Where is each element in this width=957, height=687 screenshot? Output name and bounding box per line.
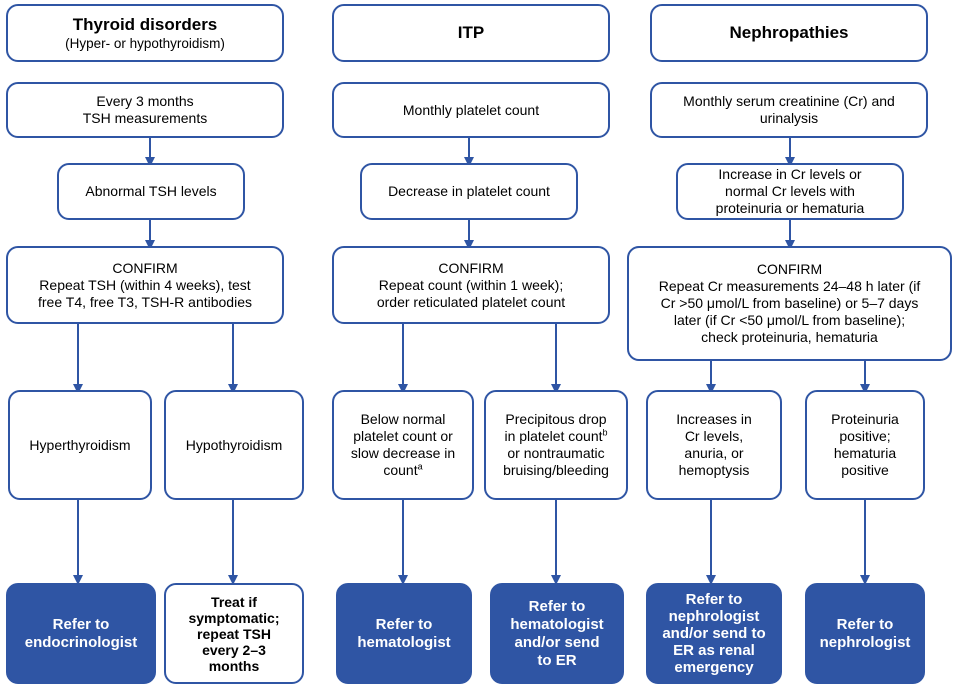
itp-title: ITP [457, 23, 485, 42]
nephro-outcome-cr-line: anuria, or [684, 445, 744, 461]
itp-confirm: CONFIRM Repeat count (within 1 week); or… [332, 246, 610, 324]
thyroid-action-treat: Treat if symptomatic; repeat TSH every 2… [164, 583, 304, 684]
nephro-outcome-cr-line: hemoptysis [678, 462, 750, 478]
nephro-monitor: Monthly serum creatinine (Cr) and urinal… [650, 82, 928, 138]
nephro-trigger-line: proteinuria or hematuria [715, 200, 865, 216]
nephro-action-refer-er: Refer to nephrologist and/or send to ER … [646, 583, 782, 684]
itp-header: ITP [332, 4, 610, 62]
nephro-monitor-line: Monthly serum creatinine (Cr) and [683, 93, 895, 109]
itp-monitor-text: Monthly platelet count [402, 101, 540, 118]
nephro-action-er-line: ER as renal [673, 642, 755, 659]
nephro-trigger-line: normal Cr levels with [725, 183, 855, 199]
nephro-confirm: CONFIRM Repeat Cr measurements 24–48 h l… [627, 246, 952, 361]
thyroid-treat-line: symptomatic; [188, 609, 280, 626]
itp-action-er-line: Refer to [528, 597, 586, 615]
itp-outcome-slow: Below normal platelet count or slow decr… [332, 390, 474, 500]
nephro-outcome-cr: Increases in Cr levels, anuria, or hemop… [646, 390, 782, 500]
thyroid-outcome-hypo: Hypothyroidism [164, 390, 304, 500]
itp-outcome-drop-line: or nontraumatic [507, 445, 605, 461]
itp-confirm-heading: CONFIRM [438, 259, 504, 276]
thyroid-monitor: Every 3 months TSH measurements [6, 82, 284, 138]
itp-action-er-line: and/or send [514, 633, 600, 651]
nephro-outcome-cr-line: Cr levels, [684, 428, 744, 444]
thyroid-outcome-hyper: Hyperthyroidism [8, 390, 152, 500]
thyroid-treat-line: Treat if [211, 593, 257, 610]
nephro-action-er-line: nephrologist [668, 608, 760, 625]
nephro-confirm-line: later (if Cr <50 μmol/L from baseline); [673, 312, 906, 328]
nephro-confirm-line: Repeat Cr measurements 24–48 h later (if [658, 278, 921, 294]
nephro-action-er-line: Refer to [685, 591, 743, 608]
nephro-outcome-prot-line: Proteinuria [831, 411, 899, 427]
footnote-marker-a: a [417, 461, 423, 472]
itp-outcome-drop-line: bruising/bleeding [503, 462, 609, 478]
nephro-trigger: Increase in Cr levels or normal Cr level… [676, 163, 904, 220]
itp-outcome-slow-line: platelet count or [353, 428, 453, 444]
itp-monitor: Monthly platelet count [332, 82, 610, 138]
thyroid-monitor-line: Every 3 months [96, 93, 194, 109]
itp-trigger: Decrease in platelet count [360, 163, 578, 220]
thyroid-treat-line: months [208, 657, 260, 674]
itp-action-refer-er: Refer to hematologist and/or send to ER [490, 583, 624, 684]
thyroid-confirm-heading: CONFIRM [112, 259, 178, 276]
itp-outcome-drop-line: Precipitous drop [505, 411, 607, 427]
nephro-outcome-prot-line: hematuria [833, 445, 897, 461]
itp-action-refer: Refer to hematologist [336, 583, 472, 684]
thyroid-title: Thyroid disorders [72, 14, 218, 34]
thyroid-trigger-text: Abnormal TSH levels [85, 183, 217, 199]
itp-outcome-drop: Precipitous drop in platelet countb or n… [484, 390, 628, 500]
nephro-monitor-line: urinalysis [759, 110, 819, 126]
itp-outcome-drop-second: in platelet countb [504, 428, 607, 445]
thyroid-confirm: CONFIRM Repeat TSH (within 4 weeks), tes… [6, 246, 284, 324]
thyroid-subtitle: (Hyper- or hypothyroidism) [65, 35, 225, 51]
nephro-action-line: nephrologist [819, 633, 911, 651]
itp-outcome-slow-line: slow decrease in [350, 445, 456, 461]
thyroid-monitor-line: TSH measurements [82, 110, 208, 126]
nephro-confirm-line: Cr >50 μmol/L from baseline) or 5–7 days [660, 295, 919, 311]
thyroid-outcome-hypo-text: Hypothyroidism [185, 436, 283, 453]
thyroid-action-line: Refer to [52, 615, 110, 633]
thyroid-header: Thyroid disorders (Hyper- or hypothyroid… [6, 4, 284, 62]
footnote-marker-b: b [602, 427, 608, 438]
thyroid-outcome-hyper-text: Hyperthyroidism [29, 436, 131, 453]
nephro-action-er-line: and/or send to [662, 625, 766, 642]
thyroid-confirm-line: free T4, free T3, TSH-R antibodies [38, 293, 252, 310]
nephro-outcome-prot-line: positive; [839, 428, 891, 444]
itp-outcome-slow-line: Below normal [360, 411, 446, 427]
nephro-header: Nephropathies [650, 4, 928, 62]
nephro-action-er-line: emergency [674, 659, 754, 676]
nephro-trigger-line: Increase in Cr levels or [718, 166, 862, 182]
thyroid-treat-line: every 2–3 [202, 641, 266, 658]
itp-action-line: hematologist [357, 633, 451, 651]
nephro-action-line: Refer to [836, 615, 894, 633]
itp-outcome-slow-last: counta [383, 462, 422, 479]
nephro-outcome-proteinuria: Proteinuria positive; hematuria positive [805, 390, 925, 500]
itp-trigger-text: Decrease in platelet count [388, 183, 550, 199]
nephro-action-refer: Refer to nephrologist [805, 583, 925, 684]
nephro-confirm-line: check proteinuria, hematuria [701, 329, 878, 345]
nephro-confirm-heading: CONFIRM [756, 261, 823, 277]
itp-confirm-line: Repeat count (within 1 week); [378, 276, 564, 293]
nephro-outcome-prot-line: positive [841, 462, 889, 478]
itp-action-line: Refer to [375, 615, 433, 633]
thyroid-treat-line: repeat TSH [197, 625, 271, 642]
itp-outcome-slow-line: count [383, 462, 418, 478]
itp-action-er-line: hematologist [510, 615, 604, 633]
thyroid-action-line: endocrinologist [24, 633, 138, 651]
itp-outcome-drop-line: in platelet count [504, 428, 603, 444]
thyroid-confirm-line: Repeat TSH (within 4 weeks), test [39, 276, 251, 293]
nephro-outcome-cr-line: Increases in [676, 411, 752, 427]
thyroid-trigger: Abnormal TSH levels [57, 163, 245, 220]
itp-action-er-line: to ER [537, 651, 577, 669]
nephro-title: Nephropathies [729, 23, 849, 42]
itp-confirm-line: order reticulated platelet count [376, 293, 566, 310]
thyroid-action-refer: Refer to endocrinologist [6, 583, 156, 684]
